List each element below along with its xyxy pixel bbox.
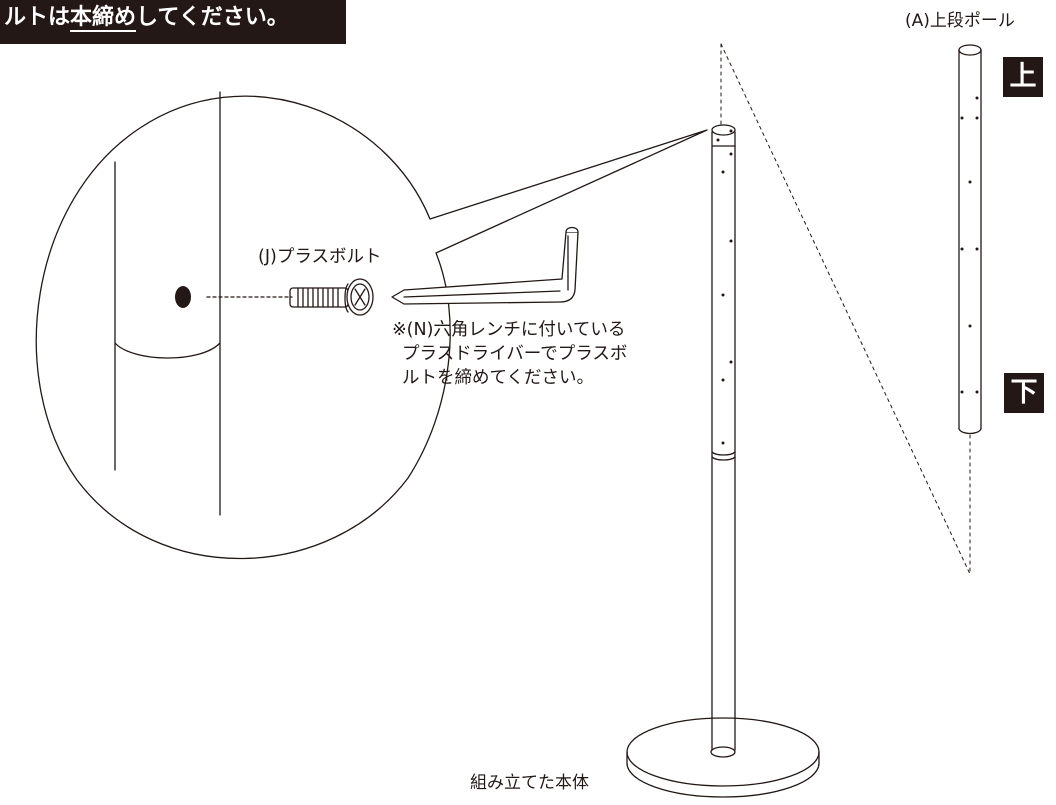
round-base (626, 717, 820, 798)
main-pole-holes (716, 129, 733, 445)
insertion-guide-lines (720, 43, 971, 575)
upper-pole-a (958, 44, 982, 435)
detail-magnifier-circle (35, 95, 708, 560)
wrench-note: ※(N)六角レンチに付いている プラスドライバーでプラスボ ルトを締めてください… (392, 318, 627, 390)
label-bolt-j: (J)プラスボルト (258, 247, 382, 267)
detail-bolt-hole (175, 286, 191, 308)
label-pole-a: (A)上段ポール (905, 11, 1015, 31)
badge-bottom: 下 (1004, 373, 1044, 413)
bolt-j-illustration (289, 278, 374, 316)
banner-text-suffix: してください。 (136, 5, 289, 30)
instruction-banner-text: ルトは本締めしてください。 (4, 3, 289, 33)
wrench-note-line1: ※(N)六角レンチに付いている (392, 320, 626, 340)
wrench-note-line2: プラスドライバーでプラスボ (402, 344, 628, 364)
badge-top: 上 (1003, 57, 1043, 97)
instruction-banner: ルトは本締めしてください。 (0, 0, 346, 44)
banner-text-underlined: 本締め (70, 5, 137, 32)
banner-text-prefix: ルトは (4, 5, 71, 30)
label-assembled-body: 組み立てた本体 (470, 773, 589, 793)
wrench-note-line3: ルトを締めてください。 (402, 368, 594, 388)
main-pole (711, 124, 736, 751)
hex-wrench-n-illustration (391, 226, 579, 305)
detail-pole (114, 91, 221, 516)
upper-pole-a-holes (960, 96, 979, 394)
